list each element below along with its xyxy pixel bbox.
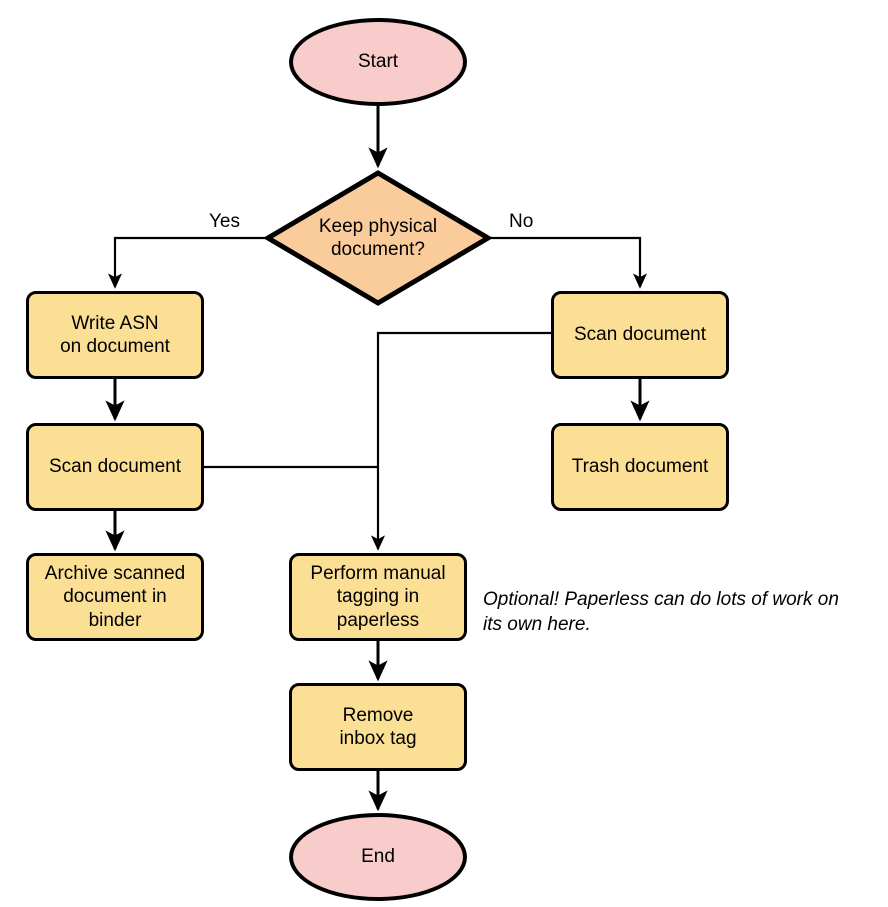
- node-scan-document-right[interactable]: Scan document: [551, 291, 729, 379]
- node-start-label: Start: [357, 51, 399, 73]
- node-perform-manual-tagging[interactable]: Perform manual tagging in paperless: [289, 553, 467, 641]
- node-end[interactable]: End: [289, 813, 467, 901]
- edge-scan-right-to-manual-tagging: [370, 331, 551, 551]
- node-keep-physical-document-label: Keep physical document?: [318, 215, 438, 260]
- node-scan-document-right-label: Scan document: [573, 324, 707, 346]
- node-remove-inbox-tag[interactable]: Remove inbox tag: [289, 683, 467, 771]
- node-scan-document-left[interactable]: Scan document: [26, 423, 204, 511]
- node-start[interactable]: Start: [289, 18, 467, 106]
- edge-decision-no-to-scan-right: [491, 236, 648, 289]
- node-archive-in-binder[interactable]: Archive scanned document in binder: [26, 553, 204, 641]
- node-trash-document[interactable]: Trash document: [551, 423, 729, 511]
- node-archive-in-binder-label: Archive scanned document in binder: [44, 563, 186, 631]
- node-scan-document-left-label: Scan document: [48, 456, 182, 478]
- edge-label-yes: Yes: [209, 211, 240, 232]
- node-perform-manual-tagging-label: Perform manual tagging in paperless: [310, 563, 446, 631]
- node-trash-document-label: Trash document: [571, 456, 709, 478]
- diamond-shape: [265, 170, 491, 306]
- node-end-label: End: [361, 846, 395, 868]
- node-write-asn-label: Write ASN on document: [60, 312, 170, 357]
- node-keep-physical-document[interactable]: Keep physical document?: [265, 170, 491, 306]
- edge-decision-yes-to-write-asn: [107, 236, 265, 289]
- node-write-asn[interactable]: Write ASN on document: [26, 291, 204, 379]
- node-remove-inbox-tag-label: Remove inbox tag: [339, 704, 417, 749]
- annotation-optional-note: Optional! Paperless can do lots of work …: [483, 589, 839, 635]
- edge-label-no: No: [509, 211, 534, 232]
